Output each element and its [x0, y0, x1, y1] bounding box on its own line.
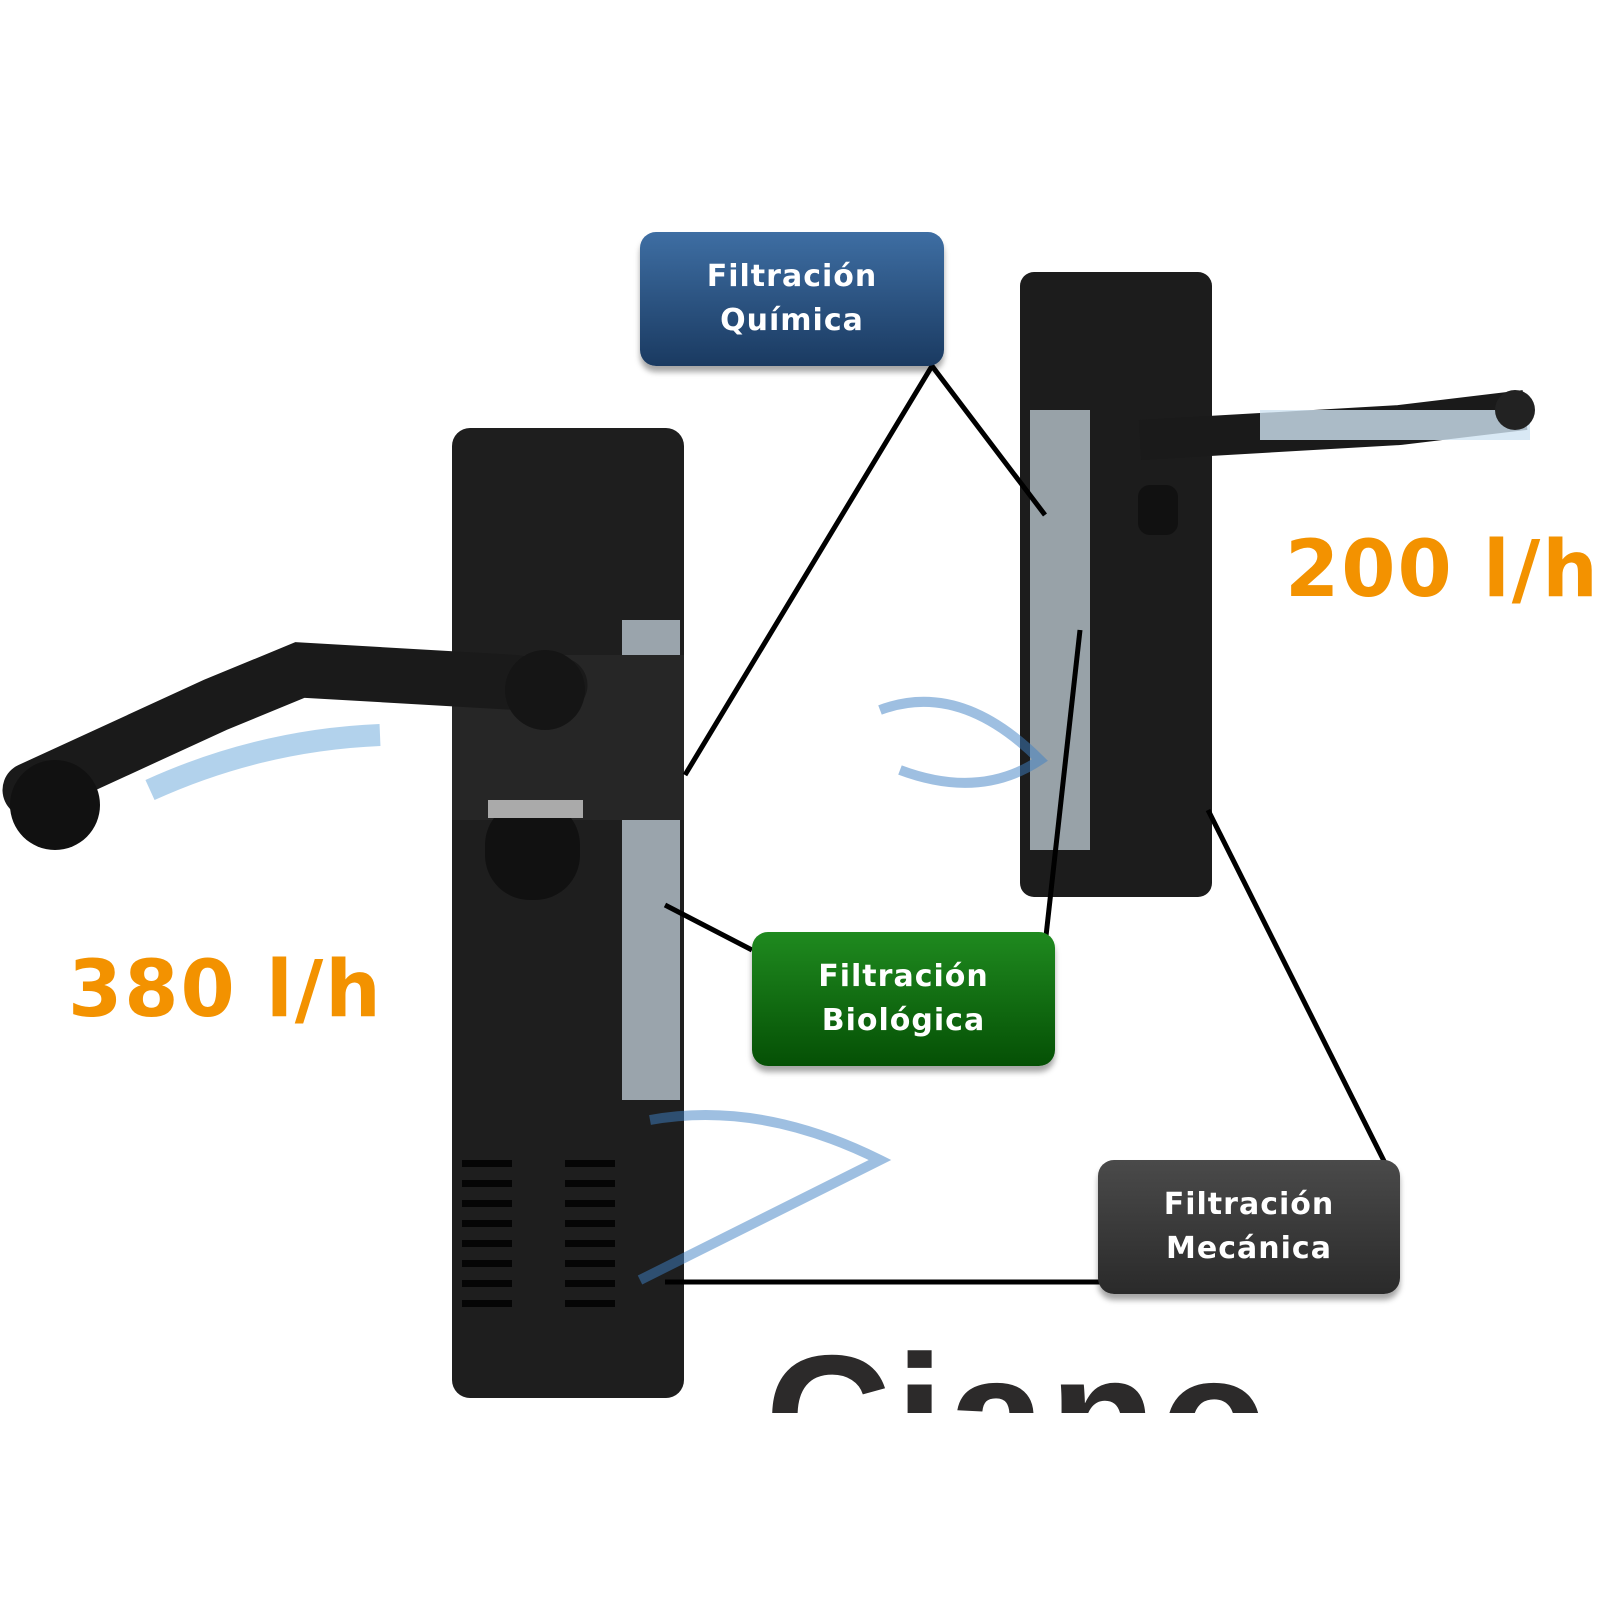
label-line: Biológica — [821, 1003, 986, 1038]
chemical-filtration-label: Filtración Química — [640, 232, 944, 366]
label-line: Filtración — [818, 959, 989, 994]
flow-rate-small: 200 l/h — [1285, 525, 1600, 615]
label-line: Química — [720, 303, 864, 338]
large-filter — [2, 428, 892, 1398]
brand-logo: Ciano — [765, 1318, 1271, 1413]
callout-lines — [663, 361, 1388, 1285]
mechanical-filtration-label: Filtración Mecánica — [1098, 1160, 1400, 1294]
label-line: Filtración — [1163, 1187, 1335, 1222]
flow-rate-large: 380 l/h — [68, 945, 383, 1035]
label-line: Filtración — [706, 259, 878, 294]
biological-filtration-label: Filtración Biológica — [752, 932, 1055, 1066]
label-line: Mecánica — [1166, 1231, 1332, 1266]
